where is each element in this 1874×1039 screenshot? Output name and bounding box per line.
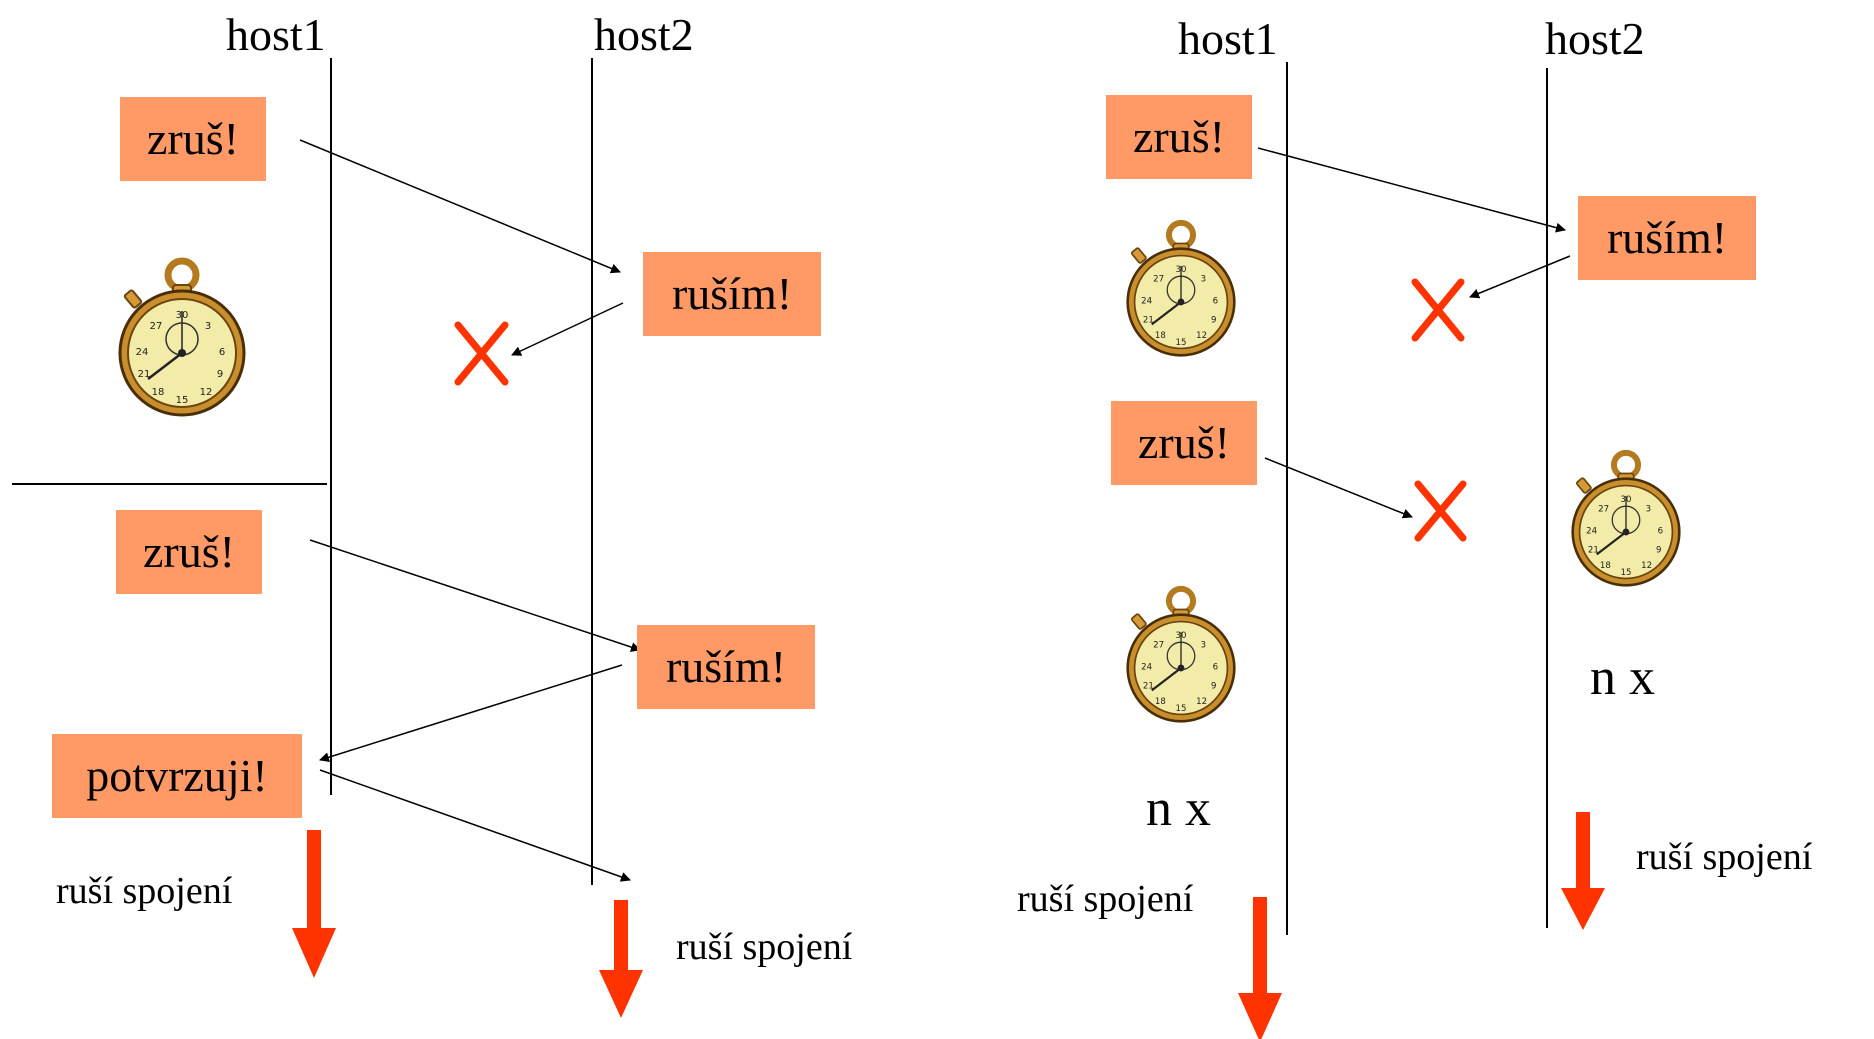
left-host1-label: host1: [226, 9, 326, 60]
down-arrow-icon: [292, 830, 336, 978]
left-msg-potvrzuji: potvrzuji!: [52, 734, 302, 818]
right-arrow-zrus-2-lost: [1264, 457, 1413, 519]
right-msg-rusim-1: ruším!: [1578, 196, 1756, 280]
right-host1-label: host1: [1178, 13, 1278, 64]
down-arrow-icon: [1561, 812, 1605, 930]
left-arrow-zrus-1: [299, 139, 621, 274]
right-host2-label: host2: [1545, 13, 1645, 64]
right-arrow-zrus-1: [1257, 147, 1566, 233]
left-msg-zrus-1: zruš!: [120, 97, 266, 181]
stopwatch-icon: [1128, 589, 1235, 721]
x-cross-icon: [1414, 480, 1467, 542]
left-arrow-zrus-2: [309, 539, 641, 652]
right-msg-zrus-1: zruš!: [1106, 95, 1252, 179]
right-host1-repeat-label: n x: [1146, 780, 1211, 837]
x-cross-icon: [1411, 278, 1465, 342]
left-msg-rusim-1: ruším!: [643, 252, 821, 336]
down-arrow-icon: [599, 900, 643, 1018]
right-host2-repeat-label: n x: [1590, 649, 1655, 706]
left-arrow-rusim-1-lost: [511, 302, 624, 356]
stopwatch-icon: [1128, 223, 1235, 355]
x-cross-icon: [454, 321, 509, 386]
left-host1-teardown-label: ruší spojení: [56, 870, 233, 912]
right-arrow-rusim-1-lost: [1469, 255, 1571, 299]
down-arrow-icon: [1238, 897, 1282, 1039]
right-host1-teardown-label: ruší spojení: [1017, 878, 1194, 920]
left-host2-label: host2: [594, 9, 694, 60]
stopwatch-icon: [1573, 453, 1680, 585]
left-host2-teardown-label: ruší spojení: [676, 926, 853, 968]
right-msg-zrus-2: zruš!: [1111, 401, 1257, 485]
left-arrow-potvrzuji: [319, 769, 631, 882]
stopwatch-icon: [120, 261, 244, 415]
left-msg-zrus-2: zruš!: [116, 510, 262, 594]
left-arrow-rusim-2: [319, 664, 623, 763]
left-msg-rusim-2: ruším!: [637, 625, 815, 709]
right-host2-teardown-label: ruší spojení: [1636, 836, 1813, 878]
